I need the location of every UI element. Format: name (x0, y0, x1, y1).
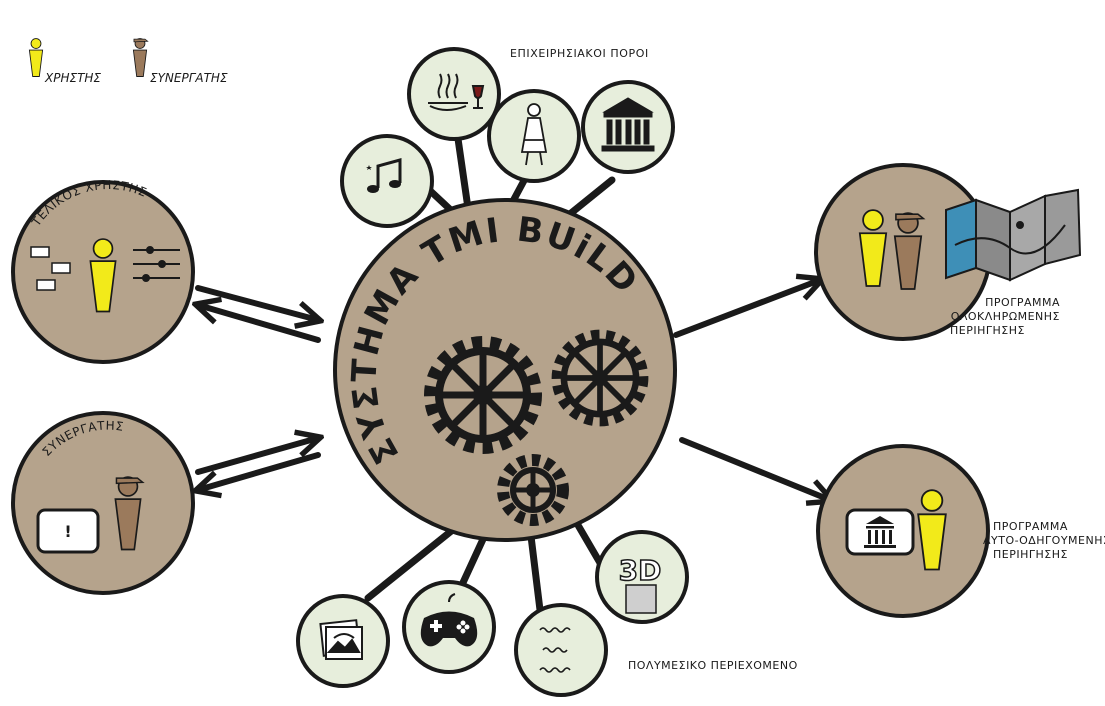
music-icon (366, 158, 402, 193)
text-icon (539, 627, 571, 673)
legend-partner-icon (132, 38, 149, 77)
partner-bubble: ΣΥΝΕΡΓΑΤΗΣ ! (11, 411, 195, 595)
food-wine-icon (428, 73, 485, 111)
gamepad-icon (420, 593, 478, 647)
legend-user-label: ΧΡΗΣΤΗΣ (44, 71, 101, 85)
3d-text: 3D (619, 554, 662, 587)
arrow-system-to-end-user (198, 305, 321, 343)
legend: ΧΡΗΣΤΗΣ ΣΥΝΕΡΓΑΤΗΣ (28, 38, 228, 85)
arrow-to-self-guided (679, 437, 830, 500)
checkbox-list-icon (30, 246, 71, 291)
self-guided-label-line-3: ΠΕΡΙΗΓΗΣΗΣ (993, 548, 1068, 561)
resource-bubble-dancer (487, 89, 581, 183)
resource-bubble-temple (581, 80, 675, 174)
arrows (198, 280, 830, 500)
multimedia-label: ΠΟΛΥΜΕΣΙΚΟ ΠΕΡΙΕΧΟΜΕΝΟ (628, 659, 798, 672)
arrow-to-full-tour (673, 280, 820, 338)
full-tour-label-line-3: ΠΕΡΙΗΓΗΣΗΣ (950, 324, 1025, 337)
picture-icon (319, 619, 363, 660)
3d-icon: 3D (618, 553, 662, 614)
folded-map-icon (945, 188, 1082, 282)
resources-label: ΕΠΙΧΕΙΡΗΣΙΑΚΟΙ ΠΟΡΟΙ (510, 47, 649, 60)
end-user-bubble: ΤΕΛΙΚΟΣ ΧΡΗΣΤΗΣ (11, 178, 195, 364)
ancient-temple-icon (601, 97, 655, 152)
full-tour-label: ΠΡΟΓΡΑΜΜΑ ΟΛΟΚΛΗΡΩΜΕΝΗΣ ΠΕΡΙΗΓΗΣΗΣ (950, 296, 1060, 338)
legend-user-icon (28, 38, 44, 77)
arrow-end-user-to-system (195, 285, 318, 320)
full-tour-label-line-2: ΟΛΟΚΛΗΡΩΜΕΝΗΣ (950, 310, 1060, 323)
output-bubble-self-guided (816, 444, 990, 618)
arrow-partner-to-system (195, 438, 318, 475)
media-bubble-3d: 3D (595, 530, 689, 624)
self-guided-label-line-1: ΠΡΟΓΡΑΜΜΑ (993, 520, 1068, 533)
self-guided-label-line-2: ΑΥΤΟ-ΟΔΗΓΟΥΜΕΝΗΣ (983, 534, 1105, 547)
tablet-temple-icon (845, 508, 915, 556)
tablet-alert-icon: ! (36, 508, 100, 554)
svg-text:!: ! (64, 522, 71, 541)
media-bubble-picture (296, 594, 390, 688)
sliders-icon (133, 246, 180, 282)
arrow-system-to-partner (198, 452, 321, 490)
resource-bubble-food (407, 47, 501, 141)
output-bubble-full-tour (814, 163, 1082, 341)
full-tour-label-line-1: ΠΡΟΓΡΑΜΜΑ (985, 296, 1060, 309)
resource-bubble-music (340, 134, 434, 228)
gear-small-icon (497, 454, 569, 526)
self-guided-label: ΠΡΟΓΡΑΜΜΑ ΑΥΤΟ-ΟΔΗΓΟΥΜΕΝΗΣ ΠΕΡΙΗΓΗΣΗΣ (983, 520, 1105, 562)
media-bubble-text (514, 603, 608, 697)
legend-partner-label: ΣΥΝΕΡΓΑΤΗΣ (150, 71, 228, 85)
folk-dancer-icon (520, 103, 548, 166)
media-bubble-game (402, 580, 496, 674)
